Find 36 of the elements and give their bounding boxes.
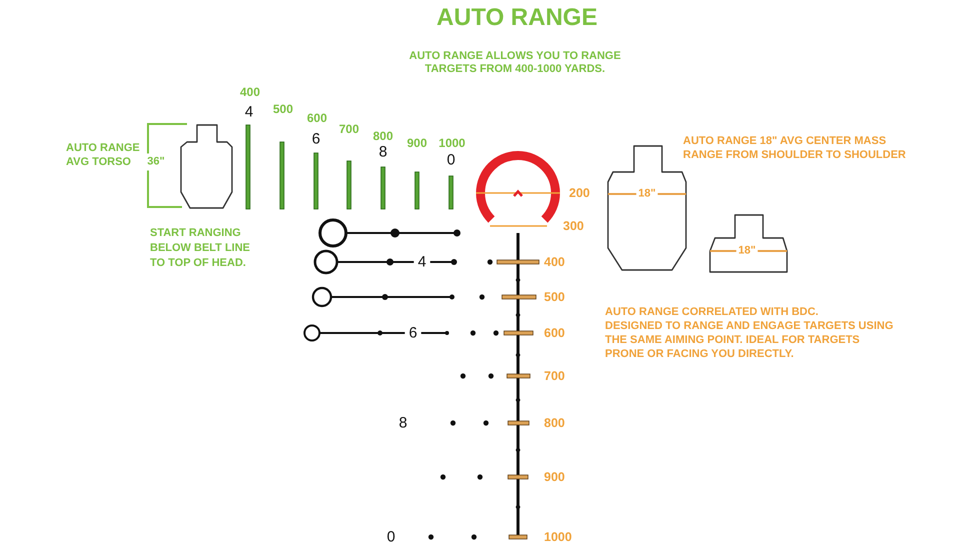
range-label: 1000 <box>544 530 572 544</box>
note-text: AUTO RANGE AVG TORSO <box>66 141 141 169</box>
reticle-number: 4 <box>244 104 254 120</box>
note-text: DESIGNED TO RANGE AND ENGAGE TARGETS USING THE SAME AIMING POINT. IDEAL FOR TARGETS PRONE OR FACING YOU DIRECTLY. <box>605 319 894 361</box>
reticle-number: 8 <box>378 144 388 160</box>
title: AUTO RANGE <box>436 6 598 30</box>
range-label: 600 <box>306 112 328 124</box>
note-text: AUTO RANGE 18" AVG CENTER MASS RANGE FROM SHOULDER TO SHOULDER <box>683 134 907 162</box>
subtitle-text: AUTO RANGE ALLOWS YOU TO RANGE TARGETS FROM 400-1000 YARDS. <box>408 50 622 76</box>
dimension-label: 18" <box>638 188 656 200</box>
range-label: 400 <box>544 256 565 268</box>
reticle-number: 0 <box>386 530 396 544</box>
range-label: 200 <box>569 186 590 200</box>
dimension-label: 36" <box>147 156 165 168</box>
range-label: 800 <box>544 416 565 430</box>
reticle-number: 4 <box>418 254 426 270</box>
note-text: AUTO RANGE CORRELATED WITH BDC. <box>605 305 818 319</box>
target-silhouette <box>710 215 787 272</box>
reticle-number: 6 <box>408 326 418 340</box>
range-label: 600 <box>544 326 565 340</box>
range-label: 900 <box>544 470 565 484</box>
note-text: START RANGING BELOW BELT LINE TO TOP OF HEAD. <box>150 226 252 270</box>
range-label: 500 <box>272 103 294 115</box>
range-label: 1000 <box>438 137 466 149</box>
reticle-number: 0 <box>446 152 456 168</box>
range-label: 300 <box>563 220 584 232</box>
reticle-number: 8 <box>398 416 408 430</box>
dimension-label: 18" <box>738 246 756 256</box>
range-label: 500 <box>544 290 565 304</box>
range-label: 800 <box>372 130 394 142</box>
range-label: 700 <box>338 123 360 135</box>
range-label: 700 <box>544 370 565 382</box>
range-label: 400 <box>240 86 260 98</box>
reticle-number: 6 <box>312 132 320 146</box>
target-silhouette <box>181 125 232 208</box>
range-label: 900 <box>406 137 428 149</box>
